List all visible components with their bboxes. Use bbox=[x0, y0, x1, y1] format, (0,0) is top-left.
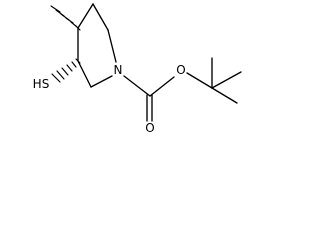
bond-c5-c6 bbox=[92, 3, 109, 31]
methyl-hashed-wedge bbox=[50, 5, 81, 31]
atom-label-thiol: HS bbox=[33, 77, 50, 91]
bond-tbutyl-right bbox=[211, 71, 242, 89]
atom-label-nitrogen: N bbox=[114, 63, 123, 77]
bond-n-carbonyl bbox=[123, 75, 151, 97]
atom-label-ester-oxygen: O bbox=[176, 63, 185, 77]
piperidine-ring bbox=[77, 3, 117, 88]
thiol-hashed-wedge bbox=[51, 58, 81, 83]
molecule-structure: N O O HS bbox=[33, 3, 242, 135]
bond-carbonyl-ester-o bbox=[149, 76, 175, 97]
bond-ester-o-tbutyl bbox=[186, 72, 213, 89]
bond-c4-c5 bbox=[77, 3, 94, 29]
atom-label-carbonyl-oxygen: O bbox=[145, 121, 154, 135]
atom-labels: N O O HS bbox=[33, 63, 186, 135]
bond-c6-n bbox=[107, 29, 117, 63]
bond-c2-c3 bbox=[77, 60, 92, 88]
bond-n-c2 bbox=[90, 75, 113, 88]
boc-group bbox=[123, 57, 242, 122]
bond-tbutyl-down bbox=[211, 87, 238, 104]
